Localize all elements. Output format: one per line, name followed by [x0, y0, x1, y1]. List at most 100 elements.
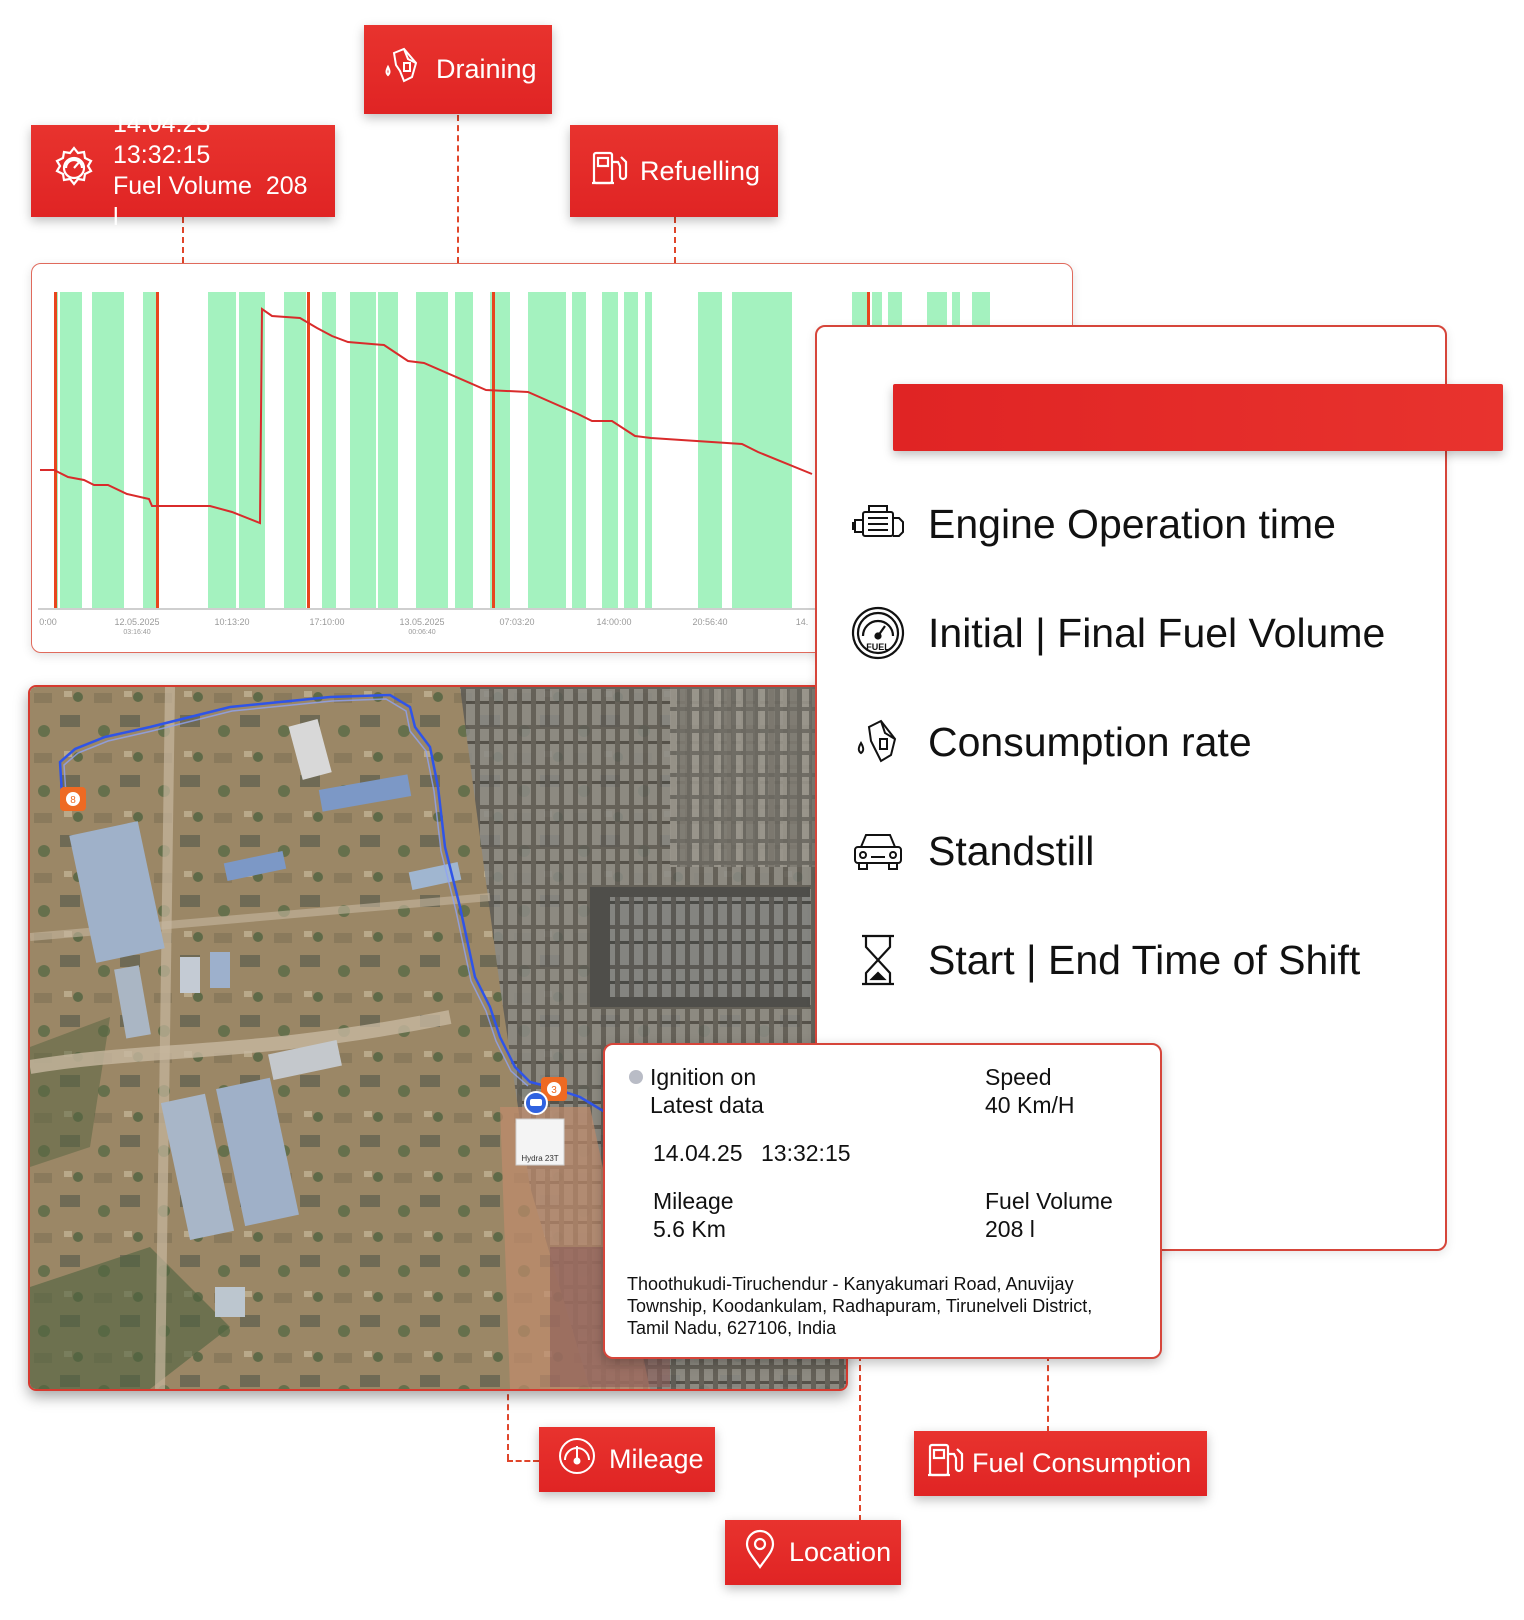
- map-marker-8[interactable]: 8: [60, 787, 86, 811]
- engine-on-band: [143, 292, 158, 609]
- car-icon: [850, 823, 906, 879]
- svg-text:FUEL: FUEL: [866, 642, 890, 652]
- feature-label: Standstill: [928, 827, 1095, 874]
- x-tick-label: 03:16:40: [123, 629, 150, 636]
- engine-on-band: [455, 292, 473, 609]
- building: [69, 821, 165, 963]
- engine-on-band: [732, 292, 792, 609]
- vehicle-marker[interactable]: [524, 1091, 548, 1115]
- ignition-status-dot: [629, 1070, 643, 1084]
- building: [223, 850, 287, 882]
- building: [216, 1077, 299, 1227]
- x-tick-label: 13.05.2025: [399, 617, 444, 627]
- fuel-event-marker: [54, 292, 57, 609]
- x-tick-label: 20:56:40: [692, 617, 727, 627]
- fuel-gauge-icon: FUEL: [850, 605, 906, 661]
- connector-line: [674, 217, 676, 263]
- feature-standstill: Standstill: [850, 823, 1094, 879]
- speed-label: Speed: [985, 1064, 1052, 1090]
- fuel-pump-icon: [924, 1440, 964, 1487]
- x-tick-label: 10:13:20: [214, 617, 249, 627]
- fuel-event-marker: [492, 292, 495, 609]
- refuelling-label: Refuelling: [640, 155, 761, 186]
- x-tick-label: 14.: [796, 617, 809, 627]
- engine-on-band: [284, 292, 306, 609]
- marker-3-label: 3: [551, 1085, 557, 1096]
- datapoint-time: 13:32:15: [113, 141, 211, 169]
- datapoint-date: 14.04.25: [113, 110, 211, 138]
- speed-value: 40 Km/H: [985, 1092, 1075, 1118]
- connector-line: [1047, 1355, 1049, 1432]
- location-tag-label: Location: [789, 1537, 892, 1567]
- fuel-consumption-tag-label: Fuel Consumption: [972, 1448, 1192, 1478]
- x-tick-label: 0:00: [39, 617, 57, 627]
- feature-label: Consumption rate: [928, 718, 1252, 765]
- draining-label: Draining: [436, 54, 537, 84]
- building: [114, 965, 151, 1039]
- mileage-tag-label: Mileage: [609, 1444, 704, 1474]
- connector-line: [457, 115, 459, 263]
- engine-on-band: [624, 292, 638, 609]
- engine-on-band: [92, 292, 124, 609]
- feature-fuel-volume: FUEL Initial | Final Fuel Volume: [850, 605, 1385, 661]
- refuelling-tag[interactable]: Refuelling: [570, 125, 778, 217]
- building: [210, 952, 230, 988]
- popup-date: 14.04.25: [653, 1140, 743, 1166]
- location-tag[interactable]: Location: [725, 1520, 901, 1585]
- connector-line: [507, 1460, 539, 1462]
- engine-on-band: [350, 292, 376, 609]
- building: [288, 719, 332, 780]
- engine-on-band: [378, 292, 398, 609]
- engine-on-band: [416, 292, 448, 609]
- mileage-tag[interactable]: Mileage: [539, 1427, 715, 1492]
- engine-on-band: [208, 292, 236, 609]
- datapoint-fuel-label: Fuel Volume: [113, 172, 252, 200]
- datapoint-tag[interactable]: 14.04.25 13:32:15 Fuel Volume 208 l: [31, 110, 335, 231]
- fuel-pump-icon: [588, 148, 628, 195]
- feature-engine-time: Engine Operation time: [850, 496, 1336, 552]
- hourglass-icon: [850, 932, 906, 988]
- fuel-nozzle-icon: [850, 714, 906, 770]
- feature-label: Engine Operation time: [928, 500, 1336, 547]
- draining-tag[interactable]: Draining: [364, 25, 552, 114]
- building: [160, 1093, 235, 1241]
- feature-label: Initial | Final Fuel Volume: [928, 609, 1386, 656]
- fuel-volume-value: 208 l: [985, 1216, 1035, 1242]
- datapoint-fuel-value: 208 l: [113, 172, 308, 231]
- mileage-label: Mileage: [653, 1188, 734, 1214]
- vehicle-name: Hydra 23T: [521, 1154, 558, 1163]
- address-text: Thoothukudi-Tiruchendur - Kanyakumari Ro…: [627, 1274, 1093, 1338]
- feature-label: Start | End Time of Shift: [928, 936, 1361, 983]
- latest-data-label: Latest data: [650, 1092, 764, 1118]
- building: [268, 1040, 342, 1080]
- engine-on-band: [528, 292, 566, 609]
- engine-on-band: [645, 292, 652, 609]
- engine-on-band: [60, 292, 82, 609]
- building: [180, 957, 200, 993]
- fuel-volume-line: [40, 307, 813, 525]
- mileage-value: 5.6 Km: [653, 1216, 726, 1242]
- building: [408, 861, 462, 891]
- vehicle-label-box[interactable]: Hydra 23T: [515, 1118, 565, 1166]
- fuel-event-marker: [156, 292, 159, 609]
- feature-shift-time: Start | End Time of Shift: [850, 932, 1360, 988]
- engine-on-band: [602, 292, 618, 609]
- x-tick-label: 14:00:00: [596, 617, 631, 627]
- marker-8-label: 8: [70, 795, 76, 806]
- gear-gauge-icon: [49, 143, 99, 200]
- map-marker-3[interactable]: 3: [541, 1077, 567, 1101]
- fuel-volume-label: Fuel Volume: [985, 1188, 1113, 1214]
- building: [318, 774, 412, 812]
- building: [215, 1287, 245, 1317]
- fuel-consumption-tag[interactable]: Fuel Consumption: [914, 1431, 1207, 1496]
- location-pin-icon: [743, 1529, 777, 1576]
- fuel-event-marker: [307, 292, 310, 609]
- feature-consumption-rate: Consumption rate: [850, 714, 1252, 770]
- vehicle-info-popup[interactable]: Ignition on Latest data Speed 40 Km/H 14…: [603, 1043, 1162, 1359]
- popup-time: 13:32:15: [761, 1140, 851, 1166]
- engine-on-band: [572, 292, 586, 609]
- connector-line: [182, 217, 184, 263]
- features-header-bar: [893, 384, 1503, 451]
- fuel-nozzle-icon: [382, 45, 424, 94]
